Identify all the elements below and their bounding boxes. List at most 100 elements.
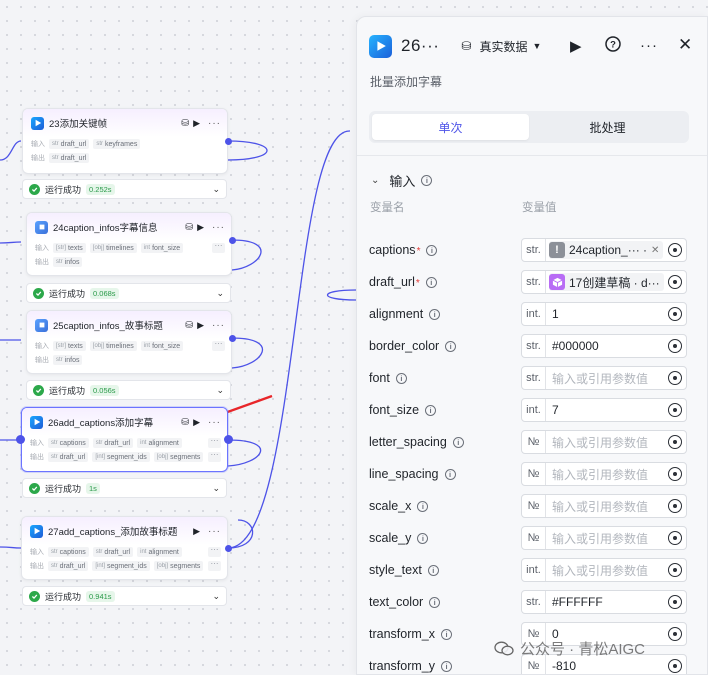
reference-target-icon[interactable] xyxy=(668,243,682,257)
chevron-down-icon[interactable]: ⌄ xyxy=(216,287,224,298)
more-params-icon[interactable]: ··· xyxy=(212,242,225,253)
reference-target-icon[interactable] xyxy=(668,307,682,321)
output-port[interactable] xyxy=(224,435,233,444)
run-node-button[interactable]: ▶ xyxy=(197,319,204,330)
reference-target-icon[interactable] xyxy=(668,275,682,289)
info-icon[interactable]: i xyxy=(426,244,438,256)
close-icon[interactable]: ✕ xyxy=(678,35,693,54)
node-25[interactable]: 25caption_infos_故事标题 ⛁ ▶ ··· 输入 [str]tex… xyxy=(26,310,232,374)
more-icon[interactable]: ··· xyxy=(212,221,225,233)
type-selector[interactable]: str. xyxy=(522,335,546,357)
run-button[interactable]: ▶ xyxy=(570,38,582,55)
more-params-icon[interactable]: ··· xyxy=(208,437,221,448)
info-icon[interactable]: i xyxy=(395,372,407,384)
type-selector[interactable]: № xyxy=(522,431,546,453)
chevron-down-icon[interactable]: ⌄ xyxy=(212,590,220,601)
reference-target-icon[interactable] xyxy=(668,339,682,353)
node-header[interactable]: 27add_captions_添加故事标题 ▶ ··· xyxy=(22,517,227,545)
run-node-button[interactable]: ▶ xyxy=(193,525,200,536)
type-selector[interactable]: str. xyxy=(522,591,546,613)
type-selector[interactable]: № xyxy=(522,495,546,517)
run-status[interactable]: 运行成功 0.941s ⌄ xyxy=(22,586,227,606)
input-port[interactable] xyxy=(16,435,25,444)
more-params-icon[interactable]: ··· xyxy=(208,451,221,462)
reference-target-icon[interactable] xyxy=(668,403,682,417)
reference-target-icon[interactable] xyxy=(668,627,682,641)
param-input[interactable]: str.输入或引用参数值 xyxy=(521,366,687,390)
info-icon[interactable]: i xyxy=(417,500,429,512)
more-params-icon[interactable]: ··· xyxy=(208,546,221,557)
help-icon[interactable]: ? xyxy=(605,36,621,56)
more-icon[interactable]: ··· xyxy=(208,117,221,129)
type-selector[interactable]: № xyxy=(522,655,546,674)
chevron-down-icon[interactable]: ⌄ xyxy=(212,482,220,493)
param-input[interactable]: int.1 xyxy=(521,302,687,326)
param-input[interactable]: int.7 xyxy=(521,398,687,422)
chevron-down-icon[interactable]: ⌄ xyxy=(212,183,220,194)
param-input[interactable]: №-810 xyxy=(521,654,687,674)
info-icon[interactable]: i xyxy=(427,564,439,576)
type-selector[interactable]: int. xyxy=(522,399,546,421)
reference-chip[interactable]: 17创建草稿 · d··· xyxy=(549,273,664,291)
more-icon[interactable]: ··· xyxy=(208,416,221,428)
node-header[interactable]: 23添加关键帧 ⛁ ▶ ··· xyxy=(23,109,227,137)
param-input[interactable]: str.!24caption_··· ·✕ xyxy=(521,238,687,262)
type-selector[interactable]: № xyxy=(522,463,546,485)
type-selector[interactable]: int. xyxy=(522,303,546,325)
param-input[interactable]: int.输入或引用参数值 xyxy=(521,558,687,582)
reference-target-icon[interactable] xyxy=(668,595,682,609)
info-icon[interactable]: i xyxy=(444,468,456,480)
more-icon[interactable]: ··· xyxy=(208,525,221,537)
param-input[interactable]: str.#000000 xyxy=(521,334,687,358)
reference-target-icon[interactable] xyxy=(668,435,682,449)
output-port[interactable] xyxy=(225,138,232,145)
node-header[interactable]: 25caption_infos_故事标题 ⛁ ▶ ··· xyxy=(27,311,231,339)
reference-chip[interactable]: !24caption_··· ·✕ xyxy=(549,241,664,259)
info-icon[interactable]: i xyxy=(452,436,464,448)
reference-target-icon[interactable] xyxy=(668,659,682,673)
node-header[interactable]: 26add_captions添加字幕 ⛁ ▶ ··· xyxy=(22,408,227,436)
reference-target-icon[interactable] xyxy=(668,467,682,481)
info-icon[interactable]: i xyxy=(429,308,441,320)
run-node-button[interactable]: ▶ xyxy=(193,117,200,128)
info-icon[interactable]: i xyxy=(421,175,433,186)
reference-target-icon[interactable] xyxy=(668,371,682,385)
node-header[interactable]: 24caption_infos字幕信息 ⛁ ▶ ··· xyxy=(27,213,231,241)
reference-target-icon[interactable] xyxy=(668,563,682,577)
run-node-button[interactable]: ▶ xyxy=(193,416,200,427)
info-icon[interactable]: i xyxy=(429,596,441,608)
remove-reference-icon[interactable]: ✕ xyxy=(651,244,660,256)
run-status[interactable]: 运行成功 0.068s ⌄ xyxy=(26,283,231,303)
output-port[interactable] xyxy=(229,237,236,244)
reference-target-icon[interactable] xyxy=(668,531,682,545)
tab-single[interactable]: 单次 xyxy=(372,114,529,140)
more-icon[interactable]: ··· xyxy=(640,37,658,54)
run-status[interactable]: 运行成功 0.056s ⌄ xyxy=(26,380,231,400)
type-selector[interactable]: int. xyxy=(522,559,546,581)
node-24[interactable]: 24caption_infos字幕信息 ⛁ ▶ ··· 输入 [str]text… xyxy=(26,212,232,276)
info-icon[interactable]: i xyxy=(441,660,452,672)
info-icon[interactable]: i xyxy=(445,340,457,352)
run-status[interactable]: 运行成功 1s ⌄ xyxy=(22,478,227,498)
tab-batch[interactable]: 批处理 xyxy=(589,120,626,135)
output-port[interactable] xyxy=(225,545,232,552)
type-selector[interactable]: № xyxy=(522,623,546,645)
input-section-header[interactable]: ⌄ 输入 i xyxy=(371,171,433,190)
more-icon[interactable]: ··· xyxy=(212,319,225,331)
data-source-select[interactable]: ⛁ 真实数据 ▼ xyxy=(461,39,542,54)
info-icon[interactable]: i xyxy=(425,404,437,416)
run-status[interactable]: 运行成功 0.252s ⌄ xyxy=(22,179,227,199)
info-icon[interactable]: i xyxy=(417,532,429,544)
output-port[interactable] xyxy=(229,335,236,342)
info-icon[interactable]: i xyxy=(441,628,452,640)
more-params-icon[interactable]: ··· xyxy=(208,560,221,571)
